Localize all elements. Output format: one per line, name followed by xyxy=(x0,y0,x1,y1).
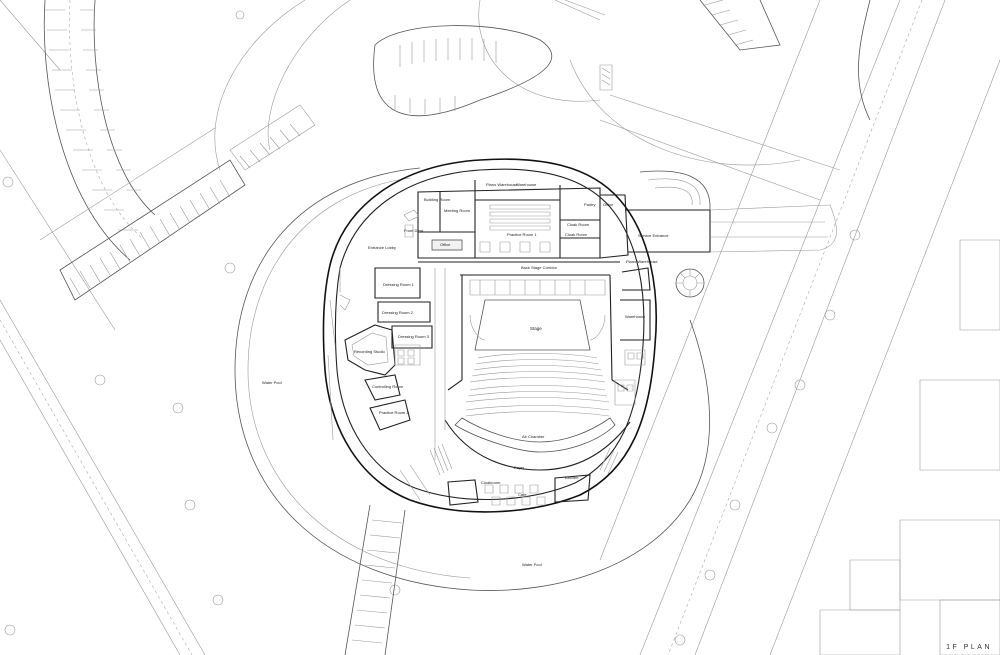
room-labels: Water Pool Water Pool Entrance Lobby Fro… xyxy=(262,182,669,567)
label-cloakroom: Cloakroom xyxy=(481,480,501,485)
plan-title: 1F PLAN xyxy=(946,644,992,651)
label-office-east: Office xyxy=(603,202,614,207)
label-dressing-room-3: Dressing Room 3 xyxy=(398,334,430,339)
neighbor-buildings xyxy=(819,239,1000,655)
east-rooms xyxy=(614,267,651,406)
label-practice-room-2: Practice Room 2 xyxy=(379,410,409,415)
label-controlling-room: Controlling Room xyxy=(372,384,404,389)
parking-diagonal-small xyxy=(229,104,316,171)
north-block xyxy=(403,180,601,259)
label-service-entrance: Service Entrance xyxy=(638,233,669,238)
label-stage: Stage xyxy=(530,326,542,331)
pedestrian-bridge xyxy=(344,504,406,655)
label-building-room: Building Room xyxy=(424,197,451,202)
label-entrance-lobby: Entrance Lobby xyxy=(368,245,396,250)
label-piano-warehouse-north: Piano Warehouse xyxy=(486,182,518,187)
label-practice-room-1: Practice Room 1 xyxy=(507,232,537,237)
auditorium xyxy=(444,353,631,471)
label-piano-warehouse-east: Piano Warehouse xyxy=(626,259,658,264)
label-cloak-room-1: Cloak Room xyxy=(567,222,590,227)
east-service-wing xyxy=(599,170,837,298)
label-cafe: Cafe xyxy=(518,492,527,497)
parking-north-east xyxy=(554,0,871,121)
label-water-pool-south: Water Pool xyxy=(522,562,542,567)
parking-north-center xyxy=(373,25,553,117)
water-pool xyxy=(234,167,710,591)
label-front-desk: Front Desk xyxy=(404,228,424,233)
parking-north-west xyxy=(43,0,156,261)
label-warehouse-east: Warehouse xyxy=(625,314,646,319)
parking-diagonal-west xyxy=(39,127,246,301)
south-public xyxy=(399,443,619,506)
label-foyer: Foyer xyxy=(514,465,525,470)
label-office-north: Office xyxy=(440,242,451,247)
site-trees xyxy=(2,10,861,646)
label-pantry: Pantry xyxy=(584,202,596,207)
label-water-pool-west: Water Pool xyxy=(262,380,282,385)
label-dressing-room-1: Dressing Room 1 xyxy=(383,282,415,287)
label-warehouse-north: Warehouse xyxy=(516,182,537,187)
west-rooms xyxy=(327,267,446,460)
label-dressing-room-2: Dressing Room 2 xyxy=(382,310,414,315)
label-kitchen: Kitchen xyxy=(565,475,578,480)
label-air-chamber: Air Chamber xyxy=(522,434,545,439)
label-recording-studio: Recording Studio xyxy=(354,349,385,354)
back-stage xyxy=(418,261,620,381)
label-meeting-room: Meeting Room xyxy=(444,208,471,213)
building-outline xyxy=(322,158,658,513)
label-back-stage-corridor: Back Stage Corridor xyxy=(521,265,558,270)
label-cloak-room-2: Cloak Room xyxy=(565,232,588,237)
